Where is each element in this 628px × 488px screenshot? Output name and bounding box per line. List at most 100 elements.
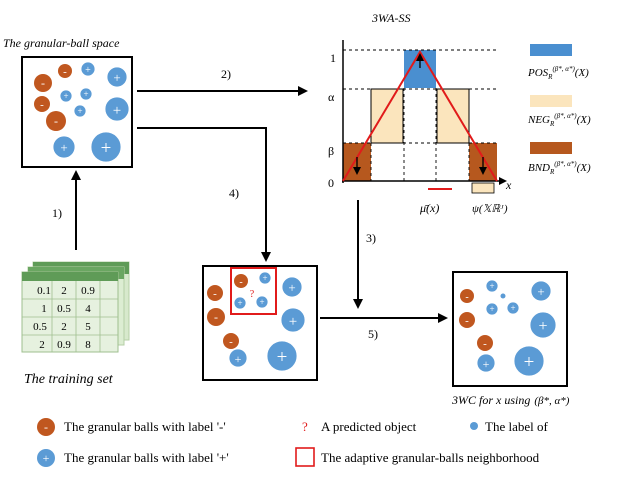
plus-sign: + bbox=[288, 280, 295, 295]
step-1-label: 1) bbox=[52, 206, 62, 220]
minus-ball bbox=[34, 96, 50, 112]
bottom-legend: - The granular balls with label '-' ? A … bbox=[37, 418, 548, 467]
x-axis-label: x bbox=[505, 178, 512, 192]
table-cell: 0.9 bbox=[81, 285, 95, 297]
bnd-swatch bbox=[530, 142, 572, 154]
minus-sign: - bbox=[44, 420, 48, 434]
minus-sign: - bbox=[54, 114, 58, 128]
legend-plus-ball bbox=[37, 449, 55, 467]
plus-ball bbox=[530, 280, 552, 302]
table-cell: 2 bbox=[61, 285, 67, 297]
legend-plus-text: The granular balls with label '+' bbox=[64, 450, 229, 465]
table-cell: 0.9 bbox=[57, 339, 71, 351]
legend-minus-ball bbox=[37, 418, 55, 436]
three-wa-chart: 1 α β 0 x μ̄(x) ψ(𝕏ℝᴶ) bbox=[328, 40, 512, 215]
minus-sign: - bbox=[229, 336, 233, 348]
legend-minus-text: The granular balls with label '-' bbox=[64, 419, 226, 434]
step-5-label: 5) bbox=[368, 327, 378, 341]
minus-sign: - bbox=[465, 292, 468, 303]
chart-guides bbox=[343, 49, 497, 181]
table-header bbox=[22, 272, 118, 281]
plus-ball bbox=[59, 89, 73, 103]
plus-ball bbox=[52, 135, 76, 159]
psi-legend-label: ψ(𝕏ℝᴶ) bbox=[472, 203, 508, 215]
legend-predicted-text: A predicted object bbox=[321, 419, 417, 434]
table-cell: 1 bbox=[41, 303, 47, 315]
step-2-label: 2) bbox=[221, 67, 231, 81]
plus-ball bbox=[233, 296, 247, 310]
table-cell: 0.5 bbox=[33, 321, 47, 333]
legend-label-of-text: The label of bbox=[485, 419, 548, 434]
gb-space-panel: - - + + - + + + + - + + bbox=[21, 56, 133, 168]
three-wa-title: 3WA-SS bbox=[371, 11, 410, 25]
legend-label-dot bbox=[470, 422, 478, 430]
plus-ball bbox=[73, 104, 87, 118]
plus-sign: + bbox=[43, 451, 50, 465]
minus-sign: - bbox=[40, 99, 44, 111]
plus-sign: + bbox=[235, 352, 242, 366]
plus-ball bbox=[485, 302, 499, 316]
plus-ball bbox=[529, 311, 557, 339]
plus-sign: + bbox=[259, 297, 264, 307]
plus-ball bbox=[104, 96, 130, 122]
table-cell: 5 bbox=[85, 321, 91, 333]
plus-sign: + bbox=[262, 273, 267, 283]
bnd-legend: BNDR(β*, α*)(X) bbox=[528, 160, 591, 176]
plus-sign: + bbox=[83, 89, 88, 99]
plus-sign: + bbox=[77, 106, 82, 116]
plus-ball bbox=[281, 276, 303, 298]
y-tick-alpha: α bbox=[328, 90, 335, 104]
table-cell: 2 bbox=[39, 339, 45, 351]
legend-predicted-mark: ? bbox=[302, 419, 308, 434]
plus-sign: + bbox=[237, 298, 242, 308]
three-wc-title: 3WC for x using(β*, α*) bbox=[451, 393, 570, 407]
plus-ball bbox=[476, 353, 496, 373]
minus-ball bbox=[58, 64, 72, 78]
plus-ball bbox=[228, 348, 248, 368]
minus-sign: - bbox=[63, 66, 67, 78]
neighborhood-panel: - - - + + + ? + + - + + bbox=[202, 265, 318, 381]
plus-sign: + bbox=[538, 318, 547, 335]
minus-ball bbox=[46, 111, 66, 131]
training-set: 0.1 2 0.9 1 0.5 4 0.5 2 5 2 0.9 8 bbox=[21, 261, 130, 353]
plus-ball bbox=[506, 301, 520, 315]
arrow-step-4 bbox=[137, 127, 271, 262]
plus-sign: + bbox=[483, 357, 490, 371]
table-cell: 0.1 bbox=[37, 285, 51, 297]
mu-curve bbox=[342, 50, 498, 182]
step-3-label: 3) bbox=[366, 231, 376, 245]
minus-ball bbox=[460, 289, 474, 303]
plus-ball bbox=[485, 279, 499, 293]
plus-sign: + bbox=[277, 347, 288, 368]
predicted-label-dot bbox=[500, 293, 506, 299]
gb-space-title: The granular-ball space bbox=[3, 36, 120, 50]
minus-ball bbox=[34, 74, 52, 92]
plus-ball bbox=[255, 295, 269, 309]
psi-legend-swatch bbox=[471, 182, 495, 194]
minus-ball bbox=[223, 333, 239, 349]
neg-region-right bbox=[436, 88, 470, 144]
gb-space-balls: - - + + - + + + + - + + bbox=[34, 61, 130, 163]
adaptive-neighborhood-box bbox=[230, 267, 277, 315]
region-legend: POSR(β*, α*)(X) NEGR(β*, α*)(X) BNDR(β*,… bbox=[527, 44, 591, 176]
neg-swatch bbox=[530, 95, 572, 107]
plus-ball bbox=[513, 345, 545, 377]
minus-ball bbox=[459, 312, 475, 328]
minus-sign: - bbox=[41, 76, 45, 90]
predicted-object-mark: ? bbox=[250, 289, 255, 300]
table-cell: 4 bbox=[85, 303, 91, 315]
plus-ball bbox=[266, 340, 298, 372]
legend-neighborhood-text: The adaptive granular-balls neighborhood bbox=[321, 450, 540, 465]
plus-sign: + bbox=[101, 138, 112, 159]
minus-ball bbox=[234, 274, 248, 288]
plus-ball bbox=[280, 307, 306, 333]
plus-sign: + bbox=[85, 65, 91, 76]
training-set-title: The training set bbox=[24, 372, 114, 387]
plus-sign: + bbox=[113, 70, 120, 85]
plus-sign: + bbox=[524, 352, 535, 373]
legend-neighborhood-swatch bbox=[295, 447, 315, 467]
plus-sign: + bbox=[489, 304, 494, 314]
table-sheet bbox=[21, 271, 119, 353]
table-cell: 8 bbox=[85, 339, 91, 351]
